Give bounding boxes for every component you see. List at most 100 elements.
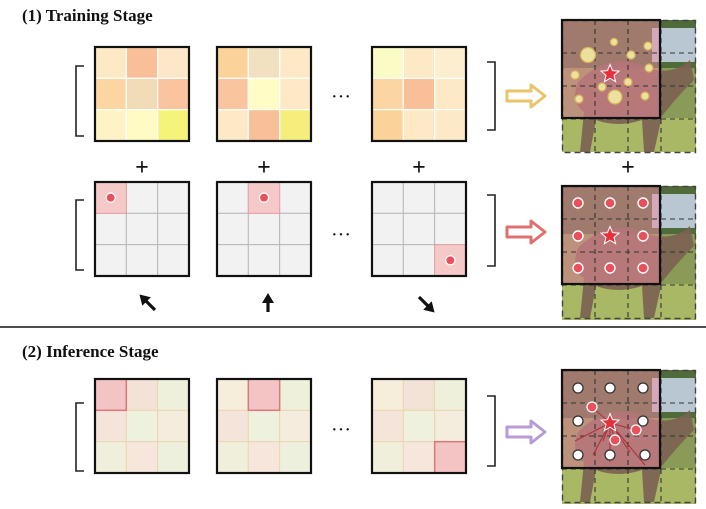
attention-point [640, 91, 650, 101]
training-stage-title: (1) Training Stage [22, 6, 153, 25]
grid-cell [402, 46, 436, 79]
grid-cell [247, 244, 281, 277]
grid-cell [157, 441, 190, 474]
inference-stage-title: (2) Inference Stage [22, 342, 159, 361]
inference-flow-arrow [505, 419, 547, 445]
grid-cell [94, 441, 127, 474]
grid-cell [371, 409, 404, 443]
attention-point [626, 50, 636, 60]
plus-sign: + [257, 155, 271, 181]
grid-border [93, 45, 191, 143]
grid-cell [247, 409, 281, 443]
grid-cell [125, 181, 159, 214]
attention-point [643, 41, 653, 51]
grid-cell [402, 409, 436, 443]
grid-cell [279, 46, 312, 79]
inference-grid [93, 377, 191, 475]
grid-cell [125, 441, 159, 474]
plus-sign: + [135, 155, 149, 181]
selected-cell [433, 440, 467, 474]
onehot-grid [215, 180, 313, 278]
grid-cell [216, 378, 249, 411]
candidate-point [572, 415, 584, 427]
grid-cell [157, 212, 190, 246]
grid-cell [279, 212, 312, 246]
grid-cell [157, 181, 190, 214]
grid-cell [371, 441, 404, 474]
training-flow-arrow [505, 83, 547, 109]
grid-cell [402, 109, 436, 142]
grid-cell [94, 109, 127, 142]
grid-cell [279, 109, 312, 142]
grid-cell [434, 212, 467, 246]
attention-link [574, 422, 611, 442]
onehot-grid [93, 180, 191, 278]
attention-point [579, 46, 597, 64]
grid-cell [371, 244, 404, 277]
plus-sign: + [412, 155, 426, 181]
reference-point [637, 262, 649, 274]
grid-cell [434, 409, 467, 443]
window-border [560, 18, 662, 120]
point-dot [445, 255, 456, 266]
grid-border [215, 45, 313, 143]
selected-cell [94, 378, 128, 412]
grid-cell [402, 441, 436, 474]
left-bracket [75, 402, 84, 472]
grid-cell [157, 77, 190, 111]
grid-cell [157, 409, 190, 443]
grid-cell [402, 77, 436, 111]
reference-point [604, 197, 616, 209]
grid-cell [125, 378, 159, 411]
query-star [599, 412, 621, 432]
attention-point [597, 82, 607, 92]
heatmap-grid [370, 45, 468, 143]
grid-cell [216, 409, 249, 443]
grid-border [93, 180, 191, 278]
reference-point [604, 262, 616, 274]
grid-cell [371, 212, 404, 246]
grid-cell [216, 212, 249, 246]
grid-cell [279, 409, 312, 443]
grid-cell [157, 378, 190, 411]
ellipsis: ··· [331, 224, 351, 246]
ellipsis: ··· [331, 86, 351, 108]
attention-point [570, 70, 580, 80]
selected-point [609, 434, 621, 446]
reference-point [572, 230, 584, 242]
direction-arrow [262, 293, 274, 312]
grid-cell [157, 109, 190, 142]
grid-cell [434, 46, 467, 79]
plus-sign: + [621, 155, 635, 181]
grid-border [370, 377, 468, 475]
grid-cell [279, 441, 312, 474]
grid-cell [279, 181, 312, 214]
grid-cell [216, 77, 249, 111]
grid-cell [157, 244, 190, 277]
heatmap-grid [93, 45, 191, 143]
grid-cell [216, 46, 249, 79]
inference-grid [215, 377, 313, 475]
reference-point [572, 262, 584, 274]
window-border [560, 368, 662, 470]
reference-point [637, 197, 649, 209]
candidate-point [572, 382, 584, 394]
reference-point [637, 230, 649, 242]
candidate-point [639, 449, 651, 461]
grid-cell [94, 46, 127, 79]
grid-border [215, 377, 313, 475]
grid-cell [125, 212, 159, 246]
grid-cell [402, 244, 436, 277]
grid-cell [247, 212, 281, 246]
grid-cell [434, 181, 467, 214]
grid-cell [94, 244, 127, 277]
candidate-point [604, 449, 616, 461]
grid-cell [371, 378, 404, 411]
selected-point [630, 424, 642, 436]
grid-cell [216, 441, 249, 474]
right-bracket [487, 194, 496, 267]
reference-point [572, 197, 584, 209]
candidate-point [637, 415, 649, 427]
photo-panel [562, 20, 696, 152]
